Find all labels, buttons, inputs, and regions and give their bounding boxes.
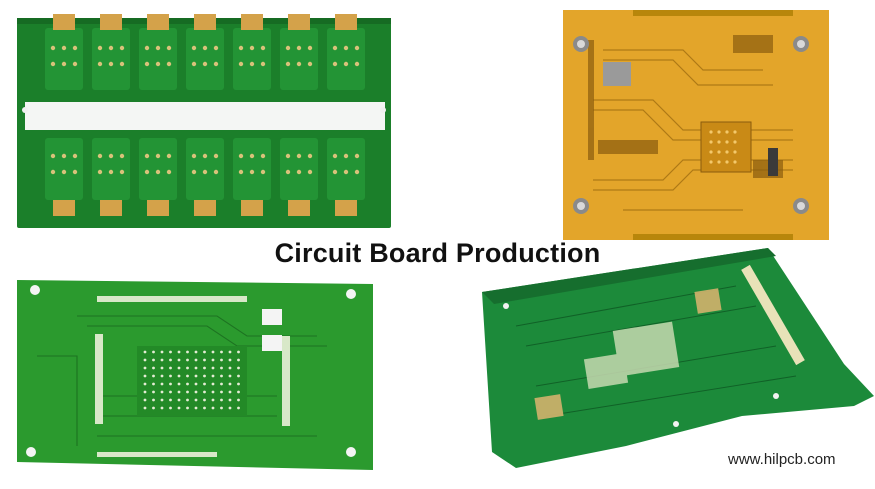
panel-gold-board: [563, 10, 829, 240]
gold-board-image: [563, 10, 829, 240]
multilayer-board-image: [482, 248, 874, 468]
green-board-image: [17, 280, 373, 470]
panel-green-board: [17, 276, 375, 472]
watermark-text: www.hilpcb.com: [728, 451, 836, 468]
array-boards-image: [17, 14, 391, 228]
panel-multilayer-board: [476, 246, 874, 472]
page-title: Circuit Board Production: [274, 238, 601, 268]
panel-array-boards: [15, 10, 395, 232]
